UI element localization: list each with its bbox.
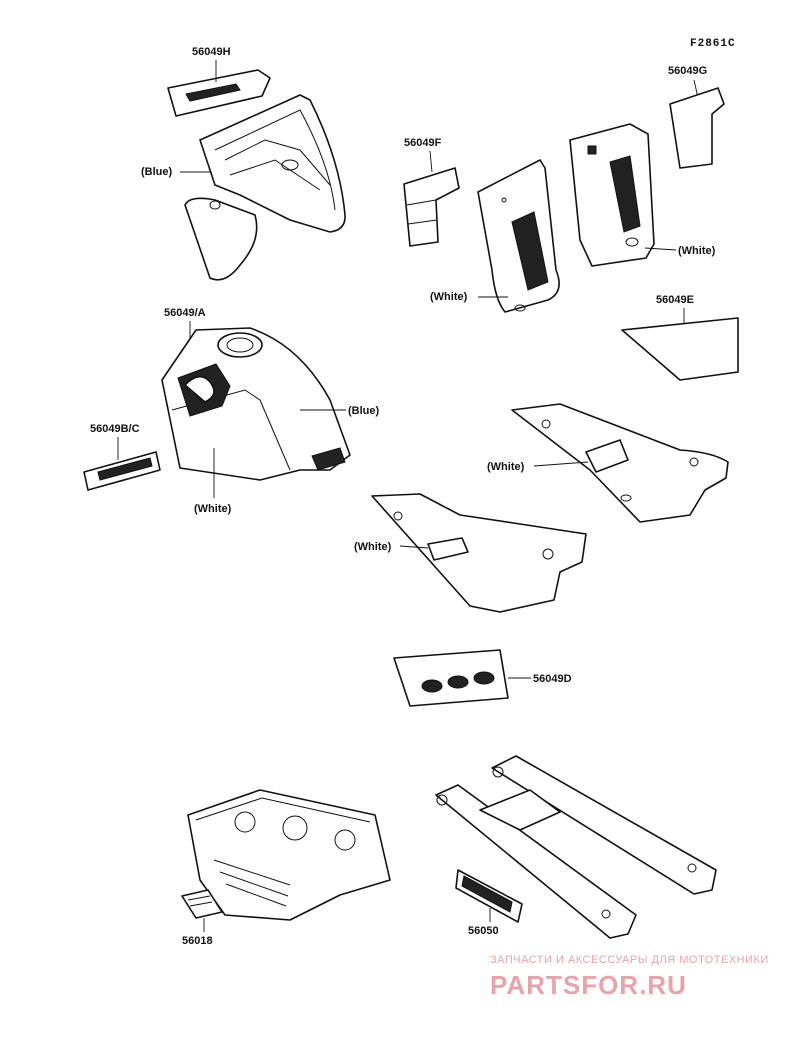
watermark-tagline: ЗАПЧАСТИ И АКСЕССУАРЫ ДЛЯ МОТОТЕХНИКИ (490, 954, 769, 966)
colour-note-side-cover-upper: (White) (487, 461, 525, 473)
part-number-56049h: 56049H (192, 46, 231, 58)
left-shroud (477, 159, 560, 313)
headlight-fairing (184, 94, 346, 281)
part-number-56049f: 56049F (404, 137, 442, 149)
part-number-56049d: 56049D (533, 673, 572, 685)
cylinder-head (187, 789, 391, 921)
side-cover-upper (511, 403, 729, 523)
decal-56049d (393, 649, 509, 707)
colour-note-fairing: (Blue) (141, 166, 173, 178)
decal-56049e (621, 317, 739, 381)
colour-note-tank-bottom: (White) (194, 503, 232, 515)
part-number-56049g: 56049G (668, 65, 707, 77)
decal-56049h (167, 69, 271, 117)
decal-56049f (403, 167, 460, 247)
decal-56049g (669, 87, 725, 169)
part-number-56050: 56050 (468, 925, 499, 937)
part-number-56049a: 56049/A (164, 307, 206, 319)
fuel-tank (161, 327, 351, 481)
colour-note-tank-top: (Blue) (348, 405, 380, 417)
part-number-56049bc: 56049B/C (90, 423, 140, 435)
colour-note-side-cover-lower: (White) (354, 541, 392, 553)
figure-code: F2861C (690, 38, 736, 50)
side-cover-lower (371, 493, 587, 613)
decal-56050 (455, 869, 523, 923)
colour-note-right-shroud: (White) (678, 245, 716, 257)
part-number-56049e: 56049E (656, 294, 694, 306)
swingarm (435, 755, 717, 939)
part-number-56018: 56018 (182, 935, 213, 947)
colour-note-left-shroud: (White) (430, 291, 468, 303)
right-shroud (569, 123, 655, 267)
decal-56049bc (83, 451, 161, 491)
decal-56018 (181, 889, 223, 919)
watermark-brand: PARTSFOR.RU (490, 970, 687, 1000)
